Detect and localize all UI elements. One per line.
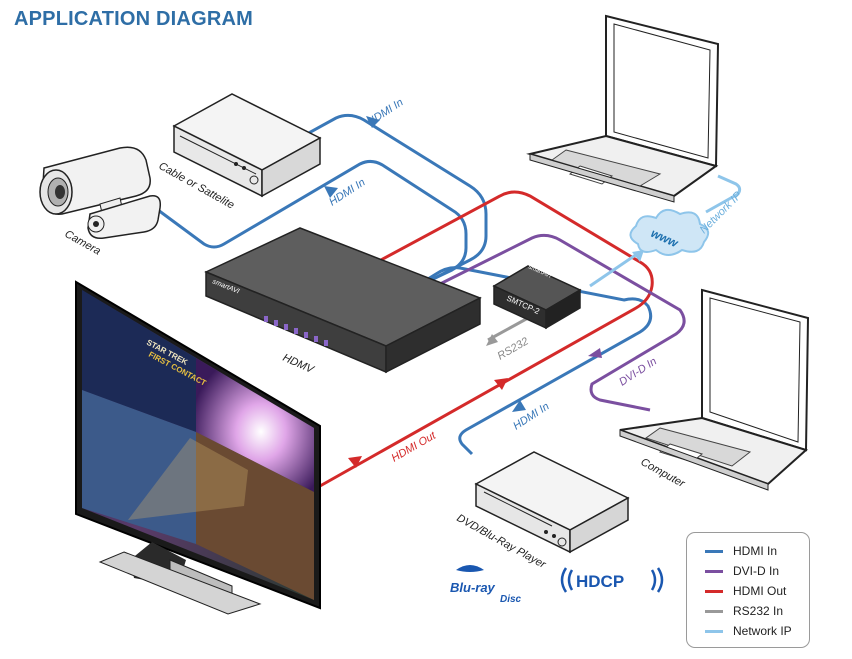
hdmi-out-arrowhead-2 <box>348 456 362 468</box>
legend-swatch <box>705 569 723 573</box>
page-title: APPLICATION DIAGRAM <box>14 8 253 30</box>
legend-item-dvi-d-in: DVI-D In <box>705 563 779 579</box>
legend-swatch <box>705 549 723 553</box>
dvd-bluray-player <box>474 451 630 554</box>
hdmi-in-label-top: HDMI In <box>365 96 405 128</box>
bluray-logo-text: Blu-ray <box>450 580 496 595</box>
network-ip-arrowhead <box>632 250 644 262</box>
hdmi-in-arrowhead-3 <box>512 400 526 412</box>
legend-label: HDMI Out <box>733 584 787 598</box>
cable-satellite-box <box>172 93 322 198</box>
smtcp-2-unit <box>492 265 582 330</box>
dvi-d-in-arrowhead <box>588 348 602 358</box>
rs232-arrowhead <box>486 334 498 346</box>
rs232-label: RS232 <box>496 335 531 362</box>
legend-item-hdmi-in: HDMI In <box>705 543 777 559</box>
network-ip-label: Network IP <box>698 189 745 236</box>
legend-label: RS232 In <box>733 604 784 618</box>
legend-item-network-ip: Network IP <box>705 623 792 639</box>
hdmi-in-arrowhead-2 <box>324 186 338 198</box>
bluray-logo-sub: Disc <box>500 594 522 605</box>
legend-item-hdmi-out: HDMI Out <box>705 583 786 599</box>
legend-swatch <box>705 589 723 593</box>
legend-label: DVI-D In <box>733 564 780 578</box>
legend-swatch <box>705 629 723 633</box>
hdmi-in-arrowhead-1 <box>366 116 380 128</box>
hdmi-out-arrowhead-1 <box>494 378 508 390</box>
legend-label: HDMI In <box>733 544 778 558</box>
legend-label: Network IP <box>733 624 792 638</box>
camera-device <box>39 146 162 240</box>
computer-laptop <box>619 288 810 491</box>
computer-label: Computer <box>639 456 688 491</box>
legend-item-rs232-in: RS232 In <box>705 603 783 619</box>
laptop-top <box>526 14 720 203</box>
dvi-d-in-label: DVI-D In <box>617 355 659 388</box>
hdcp-logo-text: HDCP <box>576 572 624 591</box>
cable-hdmi-out <box>319 190 654 488</box>
www-cloud <box>629 208 710 256</box>
cable-hdmi-in-cable-box <box>295 113 488 298</box>
tv-monitor <box>75 280 321 615</box>
cable-rs232 <box>487 316 529 342</box>
cable-dvi-d-in <box>411 233 686 412</box>
hdcp-logo: HDCP <box>560 567 664 593</box>
bluray-logo: Blu-ray Disc <box>450 565 522 605</box>
cable-hdmi-in-dvd <box>409 266 653 456</box>
cable-network-ip-smtcp <box>589 250 641 288</box>
hdmv-label: HDMV <box>281 352 317 377</box>
hdmv-matrix-switch <box>204 227 482 374</box>
legend-swatch <box>705 609 723 613</box>
cable-hdmi-in-camera <box>157 159 468 306</box>
cable-network-ip-laptop <box>705 174 742 214</box>
legend: HDMI In DVI-D In HDMI Out RS232 In Netwo… <box>686 532 810 648</box>
